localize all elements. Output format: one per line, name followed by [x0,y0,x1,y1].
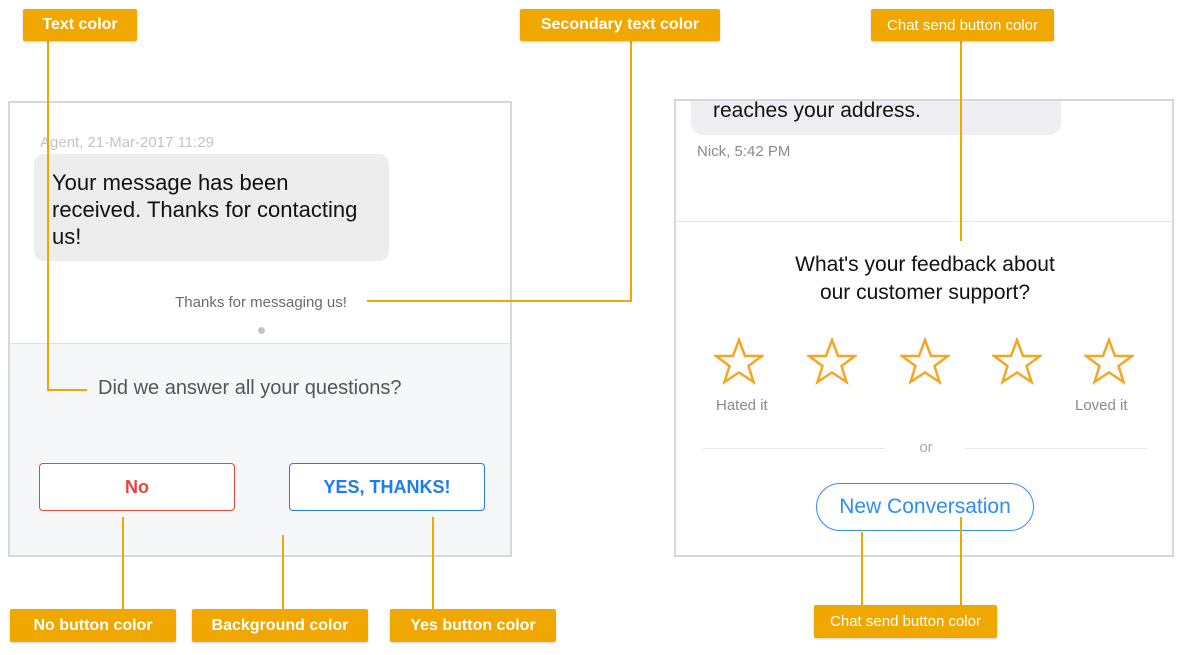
callout-yes-button-color: Yes button color [390,609,556,642]
callout-line [47,41,49,391]
message-meta: Agent, 21-Mar-2017 11:29 [40,134,215,151]
thanks-text: Thanks for messaging us! [175,294,347,311]
yes-button[interactable]: YES, THANKS! [289,463,485,511]
callout-line [861,532,863,605]
callout-chat-send-bottom: Chat send button color [814,605,997,638]
callout-text-color: Text color [23,9,137,41]
callout-line [367,300,632,302]
callout-no-button-color: No button color [10,609,176,642]
survey-area: Did we answer all your questions? No YES… [10,343,510,555]
message-meta: Nick, 5:42 PM [697,143,791,160]
callout-background-color: Background color [192,609,368,642]
feedback-line-2: our customer support? [819,281,1031,304]
star-outline-icon[interactable] [1082,336,1136,385]
no-button[interactable]: No [39,463,235,511]
survey-question: Did we answer all your questions? [98,377,402,399]
or-divider-left [703,448,885,449]
star-outline-icon[interactable] [805,336,859,385]
hated-label: Hated it [716,397,768,414]
survey-panel-left: Agent, 21-Mar-2017 11:29 Your message ha… [8,101,512,557]
callout-line [47,389,87,391]
new-conversation-button[interactable]: New Conversation [816,483,1034,531]
star-outline-icon[interactable] [712,336,766,385]
callout-secondary-text-color: Secondary text color [520,9,720,41]
callout-line [630,41,632,302]
star-outline-icon[interactable] [898,336,952,385]
callout-line [960,41,962,241]
divider [676,221,1172,222]
callout-line [122,517,124,609]
loved-label: Loved it [1075,397,1128,414]
star-outline-icon[interactable] [990,336,1044,385]
callout-chat-send-top: Chat send button color [871,9,1054,41]
survey-panel-right: reaches your address. Nick, 5:42 PM What… [674,99,1174,557]
typing-dot [258,327,265,334]
user-message-bubble: reaches your address. [691,99,1061,135]
agent-message-text: Your message has been received. Thanks f… [52,170,358,249]
callout-line [432,517,434,609]
or-divider-right [965,448,1147,449]
callout-line [960,517,962,605]
agent-message-bubble: Your message has been received. Thanks f… [34,154,389,261]
feedback-question: What's your feedback about our customer … [676,251,1172,307]
feedback-line-1: What's your feedback about [795,253,1055,276]
or-text: or [919,439,933,456]
callout-line [282,535,284,609]
user-message-text: reaches your address. [713,99,921,122]
